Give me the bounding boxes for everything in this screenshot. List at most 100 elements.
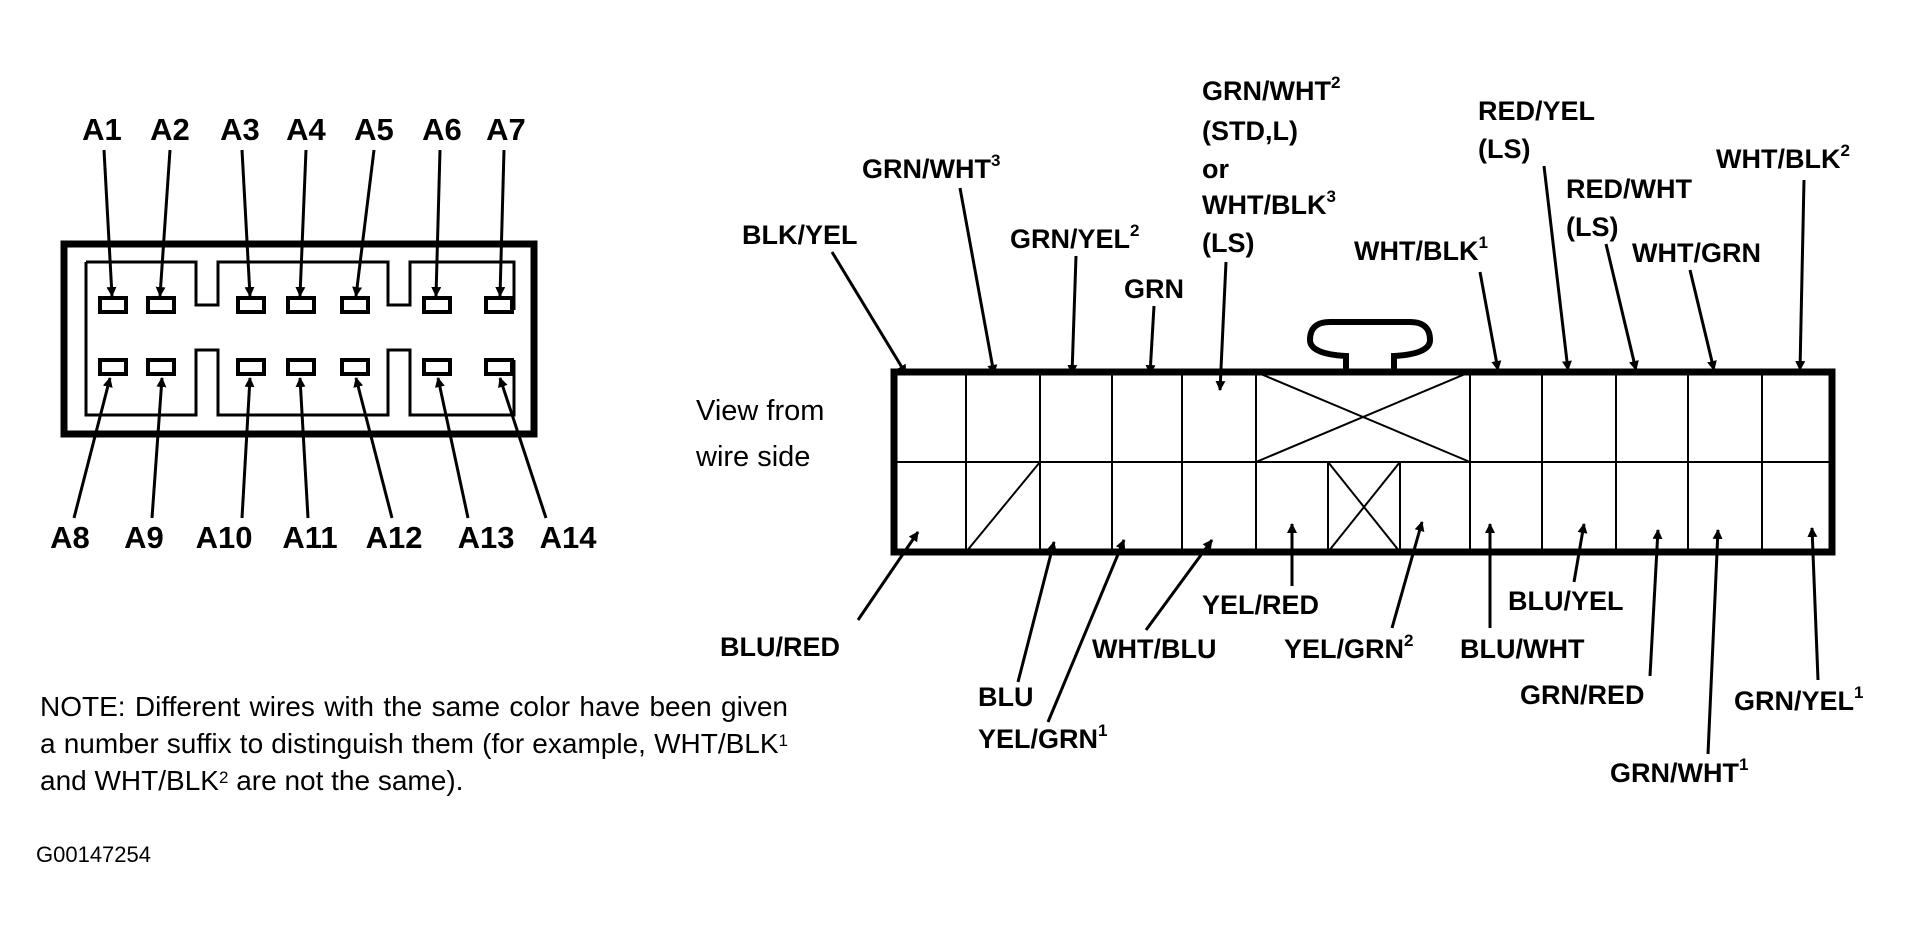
wire-label-wht-blu: WHT/BLU [1092, 634, 1216, 664]
wire-label-ls: (LS) [1202, 228, 1254, 258]
wire-label-blu-yel: BLU/YEL [1508, 586, 1624, 616]
pin-label-a10: A10 [196, 520, 253, 555]
arrow-blu [1016, 541, 1057, 683]
pin-label-a14: A14 [540, 520, 598, 555]
wire-label-red-yel-ls: (LS) [1478, 134, 1530, 164]
arrow-a2 [155, 149, 172, 297]
arrow-a5 [352, 149, 376, 297]
top-wire-arrows [830, 165, 1806, 391]
wire-label-yel-red: YEL/RED [1202, 590, 1319, 620]
wire-label-yel-grn2: YEL/GRN2 [1284, 631, 1413, 664]
pin-label-a6: A6 [422, 112, 462, 147]
view-label: View from wire side [695, 395, 824, 473]
note-text: NOTE: Different wires with the same colo… [40, 688, 788, 799]
terminal-a10 [236, 358, 266, 376]
pin-label-a9: A9 [124, 520, 164, 555]
bottom-wire-arrows [856, 521, 1820, 755]
left-pin-arrows [72, 149, 548, 519]
arrow-a8 [72, 377, 113, 519]
wire-label-grn-wht1: GRN/WHT1 [1610, 755, 1748, 788]
arrow-red-wht [1604, 243, 1639, 371]
left-pin-labels-bottom: A8 A9 A10 A11 A12 A13 A14 [50, 520, 597, 555]
wire-label-wht-blk1: WHT/BLK1 [1354, 233, 1488, 266]
arrow-a12 [353, 377, 394, 519]
terminal-a13 [422, 358, 452, 376]
left-connector-inner-top [86, 260, 516, 310]
wire-label-grn-red: GRN/RED [1520, 680, 1645, 710]
wire-label-red-wht-ls: (LS) [1566, 212, 1618, 242]
figure-code: G00147254 [36, 842, 151, 867]
terminal-a9 [146, 358, 176, 376]
view-label-line1: View from [696, 395, 824, 427]
arrow-wht-grn [1688, 269, 1717, 371]
arrow-a10 [240, 377, 255, 519]
arrow-a13 [434, 377, 470, 519]
wire-label-wht-blk2: WHT/BLK2 [1716, 141, 1850, 174]
arrow-red-yel [1542, 165, 1572, 371]
pin-label-a3: A3 [220, 112, 260, 147]
terminal-a7 [484, 296, 514, 314]
left-terminals-bottom [98, 358, 514, 376]
wire-label-grn-yel2: GRN/YEL2 [1010, 221, 1139, 254]
arrow-blu-red [856, 531, 920, 621]
arrow-yel-grn1 [1046, 539, 1126, 723]
arrow-a4 [295, 149, 308, 297]
left-pin-labels-top: A1 A2 A3 A4 A5 A6 A7 [82, 112, 526, 147]
terminal-a1 [98, 296, 128, 314]
view-label-line2: wire side [695, 441, 810, 473]
terminal-a4 [286, 296, 316, 314]
arrow-blk-yel [830, 251, 908, 375]
terminal-a6 [422, 296, 452, 314]
arrow-wht-blu [1144, 539, 1214, 631]
arrow-a11 [295, 377, 310, 519]
pin-label-a5: A5 [354, 112, 394, 147]
wire-label-grn-wht2: GRN/WHT2 [1202, 73, 1340, 106]
bottom-wire-labels: BLU/RED BLU YEL/GRN1 WHT/BLU YEL/RED YEL… [720, 586, 1863, 788]
wire-label-grn-yel1: GRN/YEL1 [1734, 683, 1863, 716]
left-connector [60, 240, 538, 438]
arrow-grn-yel2 [1067, 255, 1078, 375]
arrow-grn-red [1648, 529, 1663, 677]
terminal-a14 [484, 358, 514, 376]
wire-label-grn: GRN [1124, 274, 1184, 304]
note-part2: and WHT/BLK [40, 765, 219, 796]
note-part3: are not the same). [228, 765, 464, 796]
pin-label-a13: A13 [458, 520, 515, 555]
terminal-a12 [340, 358, 370, 376]
left-connector-outer-shell [60, 240, 538, 438]
note-sup1: 1 [778, 731, 788, 750]
arrow-a6 [431, 149, 442, 297]
wire-label-std-l: (STD,L) [1202, 116, 1298, 146]
terminal-a2 [146, 296, 176, 314]
wire-label-yel-grn1: YEL/GRN1 [978, 721, 1107, 754]
arrow-grn-yel1 [1807, 527, 1820, 681]
wire-label-or: or [1202, 154, 1229, 184]
arrow-blu-yel [1572, 523, 1588, 583]
wire-label-blu-red: BLU/RED [720, 632, 840, 662]
arrow-a14 [498, 377, 548, 519]
wire-label-blu: BLU [978, 682, 1034, 712]
arrow-grn [1145, 305, 1156, 375]
wire-label-red-yel: RED/YEL [1478, 96, 1595, 126]
wire-label-wht-grn: WHT/GRN [1632, 238, 1761, 268]
terminal-a5 [340, 296, 370, 314]
wire-label-grn-wht3: GRN/WHT3 [862, 151, 1000, 184]
arrow-a3 [240, 149, 255, 297]
pin-label-a12: A12 [366, 520, 423, 555]
arrow-wht-blk2 [1795, 179, 1806, 371]
note-part1: NOTE: Different wires with the same colo… [40, 691, 788, 759]
arrow-grn-wht2 [1215, 261, 1228, 391]
wire-label-blk-yel: BLK/YEL [742, 220, 858, 250]
arrow-grn-wht1 [1706, 529, 1723, 755]
arrow-grn-wht3 [958, 187, 998, 375]
pin-label-a8: A8 [50, 520, 90, 555]
pin-label-a11: A11 [282, 520, 337, 555]
arrow-a9 [150, 377, 167, 519]
wire-label-wht-blk3: WHT/BLK3 [1202, 187, 1336, 220]
pin-label-a7: A7 [486, 112, 526, 147]
wire-label-blu-wht: BLU/WHT [1460, 634, 1585, 664]
pin-label-a1: A1 [82, 112, 122, 147]
arrow-yel-grn2 [1390, 521, 1425, 629]
terminal-a11 [286, 358, 316, 376]
